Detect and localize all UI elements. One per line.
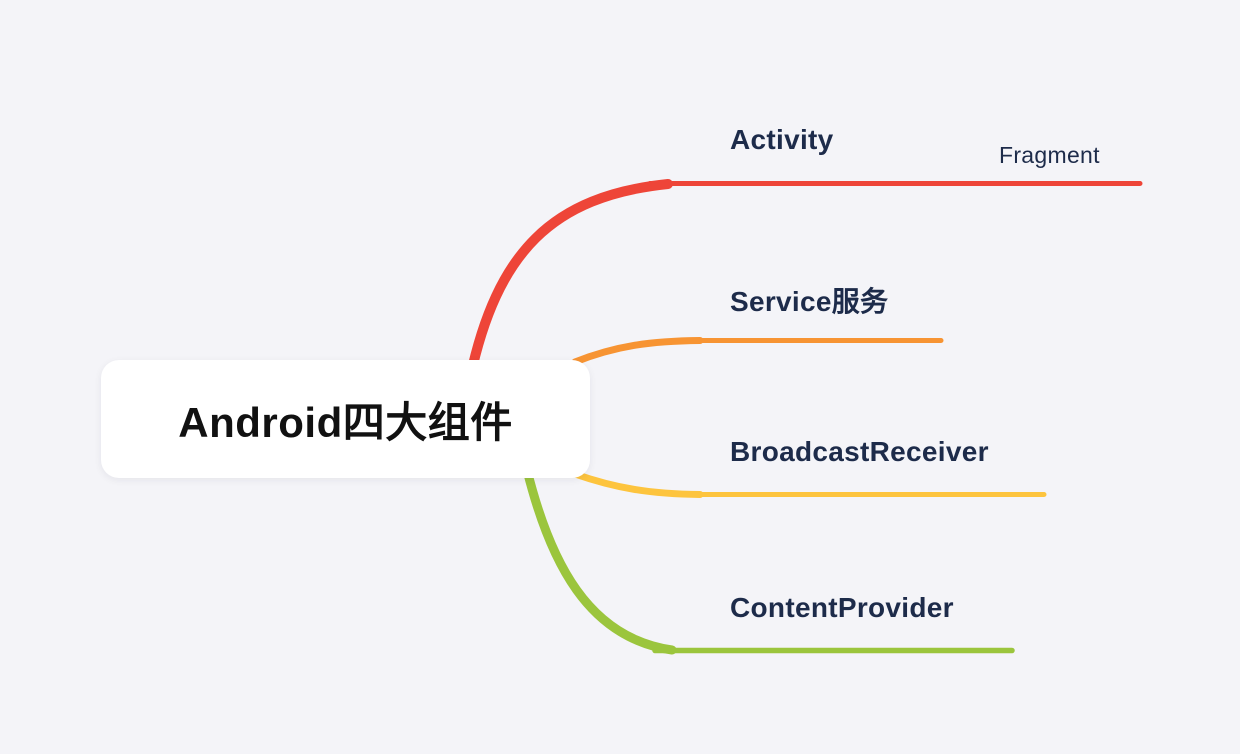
branch-node-service[interactable]: Service服务 bbox=[730, 286, 889, 317]
root-node-label: Android四大组件 bbox=[178, 398, 513, 446]
branch-node-broadcastreceiver[interactable]: BroadcastReceiver bbox=[730, 436, 989, 467]
root-node[interactable]: Android四大组件 bbox=[101, 360, 590, 478]
branch-node-activity[interactable]: Activity bbox=[730, 124, 834, 155]
branch-curve-activity bbox=[465, 179, 673, 383]
branch-curve-contentprovider bbox=[522, 465, 677, 655]
branch-curve-service bbox=[571, 337, 704, 366]
branch-node-contentprovider[interactable]: ContentProvider bbox=[730, 592, 954, 623]
branch-curve-broadcastreceiver bbox=[571, 470, 704, 498]
branch-node-fragment[interactable]: Fragment bbox=[999, 142, 1100, 168]
